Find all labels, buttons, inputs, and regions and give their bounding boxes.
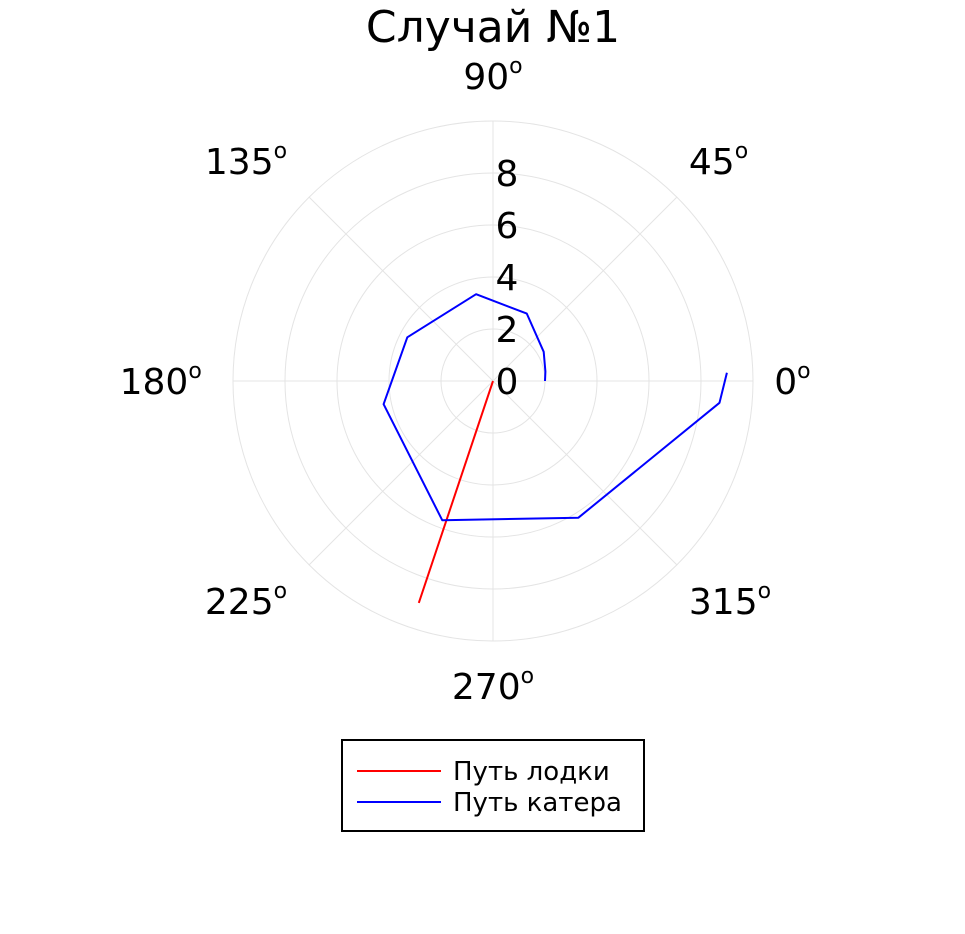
- grid-spoke-135: [308, 196, 494, 382]
- angle-tick-labels: 0o 45o 90o 135o 180o 225o 270o 315o: [120, 54, 811, 708]
- grid-spoke-315: [492, 380, 678, 566]
- radial-tick-labels: 0 2 4 6 8: [496, 154, 519, 403]
- angle-label-90: 90o: [463, 54, 522, 98]
- grid-spoke-225: [308, 380, 494, 566]
- angle-label-225: 225o: [205, 579, 287, 623]
- grid-spoke-45: [492, 196, 678, 382]
- chart-title: Случай №1: [366, 2, 620, 53]
- series-line-0: [417, 380, 494, 604]
- legend-label-boat: Путь лодки: [453, 757, 610, 787]
- radial-label-6: 6: [496, 206, 519, 247]
- angle-label-315: 315o: [689, 579, 771, 623]
- series-line-1: [382, 293, 728, 522]
- radial-label-8: 8: [496, 154, 519, 195]
- series-lines: [382, 293, 728, 604]
- radial-label-4: 4: [496, 258, 519, 299]
- angle-label-135: 135o: [205, 139, 287, 183]
- legend: Путь лодки Путь катера: [341, 739, 645, 832]
- angle-label-180: 180o: [120, 359, 202, 403]
- angle-label-0: 0o: [774, 359, 810, 403]
- legend-label-cutter: Путь катера: [453, 788, 622, 818]
- legend-box: [341, 739, 645, 832]
- angle-label-270: 270o: [452, 664, 534, 708]
- polar-grid: [232, 120, 754, 642]
- angle-label-45: 45o: [689, 139, 748, 183]
- radial-label-0: 0: [496, 362, 519, 403]
- radial-label-2: 2: [496, 310, 519, 351]
